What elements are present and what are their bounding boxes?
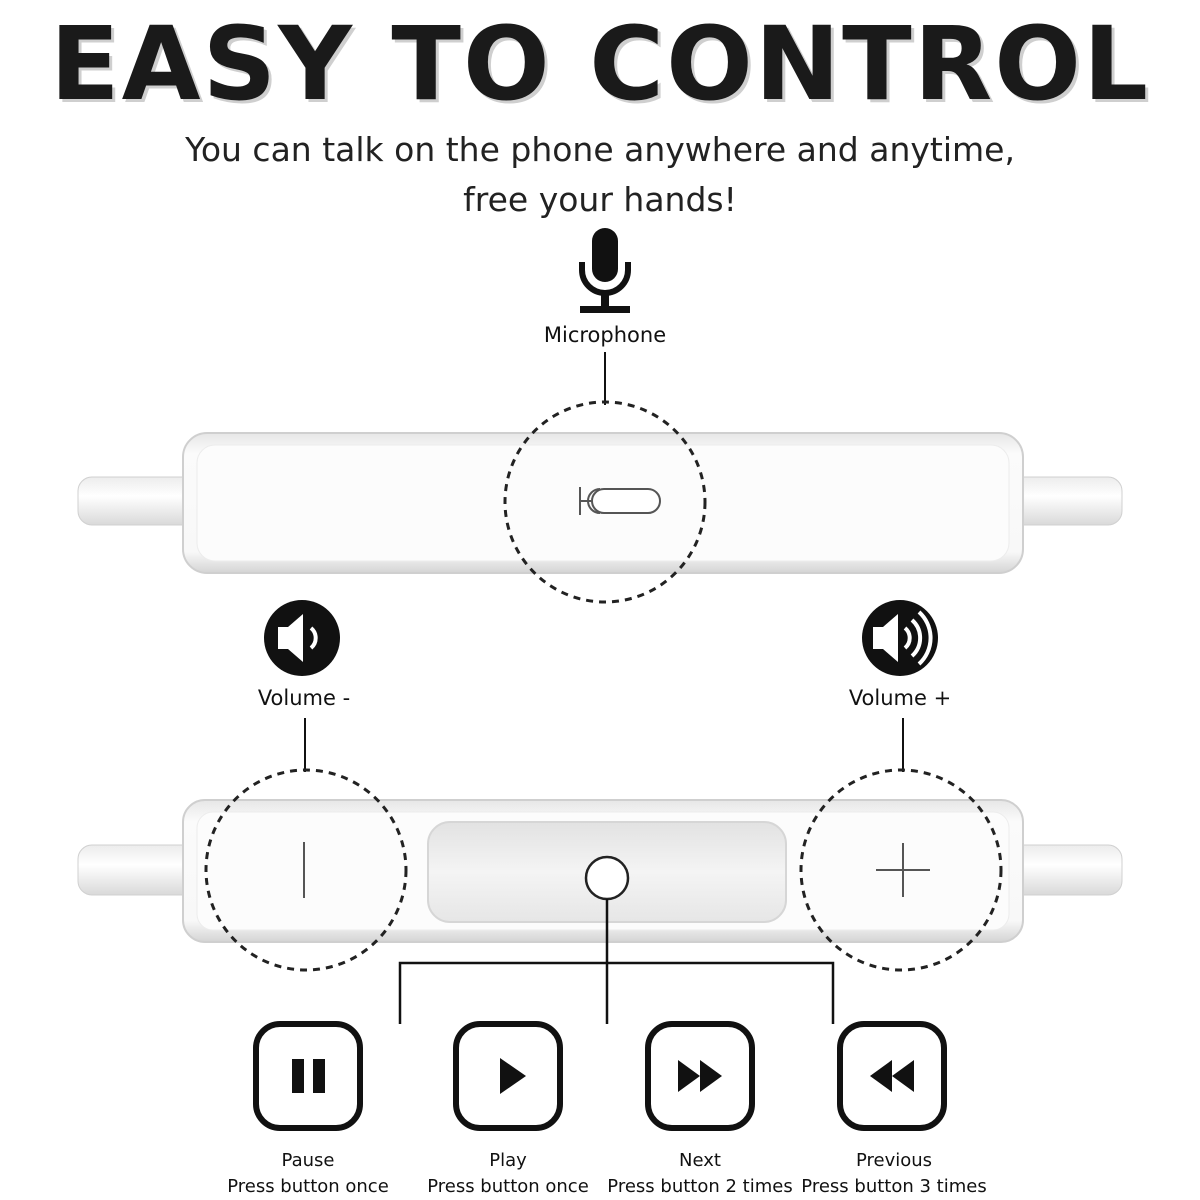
- control-bracket: [398, 899, 835, 1024]
- volume-up-highlight-circle: [799, 768, 1003, 972]
- next-desc: Press button 2 times: [607, 1176, 793, 1197]
- subtitle-line-2: free your hands!: [463, 180, 737, 219]
- volume-down-label: Volume -: [257, 686, 351, 710]
- center-button: [584, 855, 630, 901]
- mic-hole-icon: [579, 487, 661, 515]
- previous-title: Previous: [855, 1150, 933, 1171]
- subtitle-line-1: You can talk on the phone anywhere and a…: [185, 130, 1015, 169]
- pause-desc: Press button once: [227, 1176, 389, 1197]
- pause-icon: [253, 1021, 363, 1131]
- volume-up-label: Volume +: [848, 686, 952, 710]
- play-icon: [453, 1021, 563, 1131]
- pause-title: Pause: [281, 1150, 335, 1171]
- previous-desc: Press button 3 times: [801, 1176, 987, 1197]
- play-caption: Play Press button once: [408, 1148, 608, 1200]
- rewind-icon: [837, 1021, 947, 1131]
- fast-forward-icon: [645, 1021, 755, 1131]
- speaker-low-icon: [264, 600, 340, 676]
- speaker-high-icon: [862, 600, 938, 676]
- microphone-label: Microphone: [543, 323, 667, 347]
- plus-mark: [876, 843, 930, 897]
- page-title: EASY TO CONTROL: [49, 5, 1150, 124]
- mic-highlight-circle: [503, 400, 707, 604]
- microphone-icon: [579, 228, 631, 313]
- volume-down-highlight-circle: [204, 768, 408, 972]
- previous-caption: Previous Press button 3 times: [780, 1148, 1008, 1200]
- play-desc: Press button once: [427, 1176, 589, 1197]
- next-caption: Next Press button 2 times: [590, 1148, 810, 1200]
- pause-caption: Pause Press button once: [208, 1148, 408, 1200]
- play-title: Play: [489, 1150, 527, 1171]
- next-title: Next: [679, 1150, 721, 1171]
